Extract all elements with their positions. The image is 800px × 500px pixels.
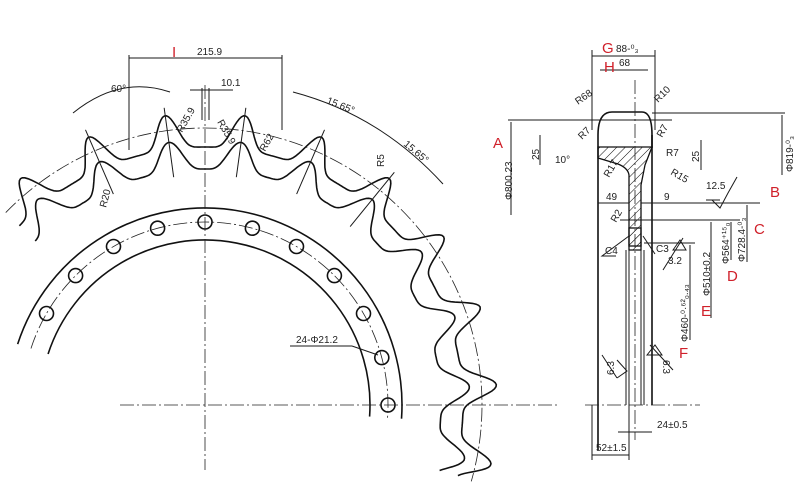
rough-32: 3.2 (668, 256, 682, 267)
angle-60-arc (72, 86, 171, 114)
dim-9: 9 (664, 192, 670, 203)
angle-60: 60° (111, 84, 126, 95)
bolt-circle (30, 221, 389, 418)
c4-leader (600, 235, 630, 257)
tooth-axis-line (296, 129, 325, 195)
width-68: 68 (619, 58, 631, 69)
roughness-symbol (645, 344, 674, 371)
r62: R62 (258, 132, 277, 154)
width-88: 88-⁰₃ (616, 44, 639, 55)
outer-ring-circle (16, 207, 403, 419)
holes-note: 24-Φ21.2 (296, 335, 338, 346)
label-g: G (602, 40, 614, 57)
angle-1565-arc (292, 91, 444, 185)
leader-line (351, 345, 379, 356)
rough-63-left: 6.3 (606, 361, 617, 375)
r15: R15 (669, 167, 691, 186)
r2: R2 (609, 208, 625, 225)
c3-leader (642, 235, 656, 255)
dim-25-left: 25 (531, 148, 542, 160)
label-a: A (493, 135, 503, 152)
roughness-symbol (711, 176, 738, 209)
label-i: I (172, 44, 176, 61)
bolt-hole (38, 305, 55, 322)
label-d: D (727, 268, 738, 285)
r7-mid: R7 (666, 148, 679, 159)
bolt-hole (355, 305, 372, 322)
tooth-inner-profile (34, 141, 471, 472)
pitch-circle (5, 127, 483, 482)
r5: R5 (376, 154, 387, 167)
dim-52: 52±1.5 (596, 443, 627, 454)
label-h: H (604, 59, 615, 76)
sprocket-geometry (5, 107, 498, 482)
r7-right: R7 (655, 123, 671, 140)
pitch-dim: 215.9 (197, 47, 222, 58)
dim-24: 24±0.5 (657, 420, 688, 431)
roughness-symbol (601, 354, 628, 379)
front-view: I 215.9 10.1 60° R35.9 R35.9 R62 15.65° … (5, 44, 560, 482)
bolt-hole (288, 238, 305, 255)
inner-ring-circle (47, 239, 371, 417)
c3: C3 (656, 244, 669, 255)
dim-49: 49 (606, 192, 618, 203)
r7-left: R7 (576, 125, 593, 142)
tooth-profile (597, 111, 653, 148)
tooth-axis-line (163, 107, 175, 178)
bolt-hole (67, 267, 84, 284)
dim-25-right: 25 (691, 150, 702, 162)
rough-125: 12.5 (706, 181, 726, 192)
label-e: E (701, 303, 711, 320)
dia-800: Φ800.23 (504, 161, 515, 200)
width-dim: 10.1 (221, 78, 241, 89)
hub-section-hatch (597, 146, 653, 251)
dia-564: Φ564⁺¹⁵₀ (721, 222, 732, 264)
bolt-hole (149, 220, 166, 236)
c4: C4 (605, 246, 618, 257)
tooth-axis-line (235, 107, 247, 178)
r20: R20 (98, 188, 113, 209)
angle-1565-a: 15.65° (325, 96, 356, 117)
label-f: F (679, 345, 688, 362)
rough-63-right: 6.3 (660, 360, 671, 374)
bolt-hole (105, 238, 122, 255)
bolt-hole (326, 267, 343, 284)
angle-10: 10° (555, 155, 570, 166)
section-view: G 88-⁰₃ H 68 R68 R10 R7 R7 R7 R17 R15 R2… (493, 40, 796, 460)
dia-510: Φ510±0.2 (702, 252, 713, 296)
angle-1565-b: 15.65° (401, 139, 430, 166)
dia-460: Φ460-⁰·⁶²₀.₄₃ (680, 284, 691, 342)
r35-left: R35.9 (175, 106, 198, 135)
tooth-axis-line (349, 171, 395, 227)
tooth-axis-line (85, 129, 114, 195)
label-c: C (754, 221, 765, 238)
tooth-outer-profile (18, 114, 498, 477)
label-b: B (770, 184, 780, 201)
bolt-hole (373, 349, 390, 366)
dia-819: Φ819-⁰₃ (785, 136, 796, 172)
r10: R10 (652, 84, 673, 105)
r35-right: R35.9 (214, 118, 237, 147)
bolt-hole (244, 220, 261, 236)
dia-728: Φ728.4-⁰₃ (737, 218, 748, 262)
